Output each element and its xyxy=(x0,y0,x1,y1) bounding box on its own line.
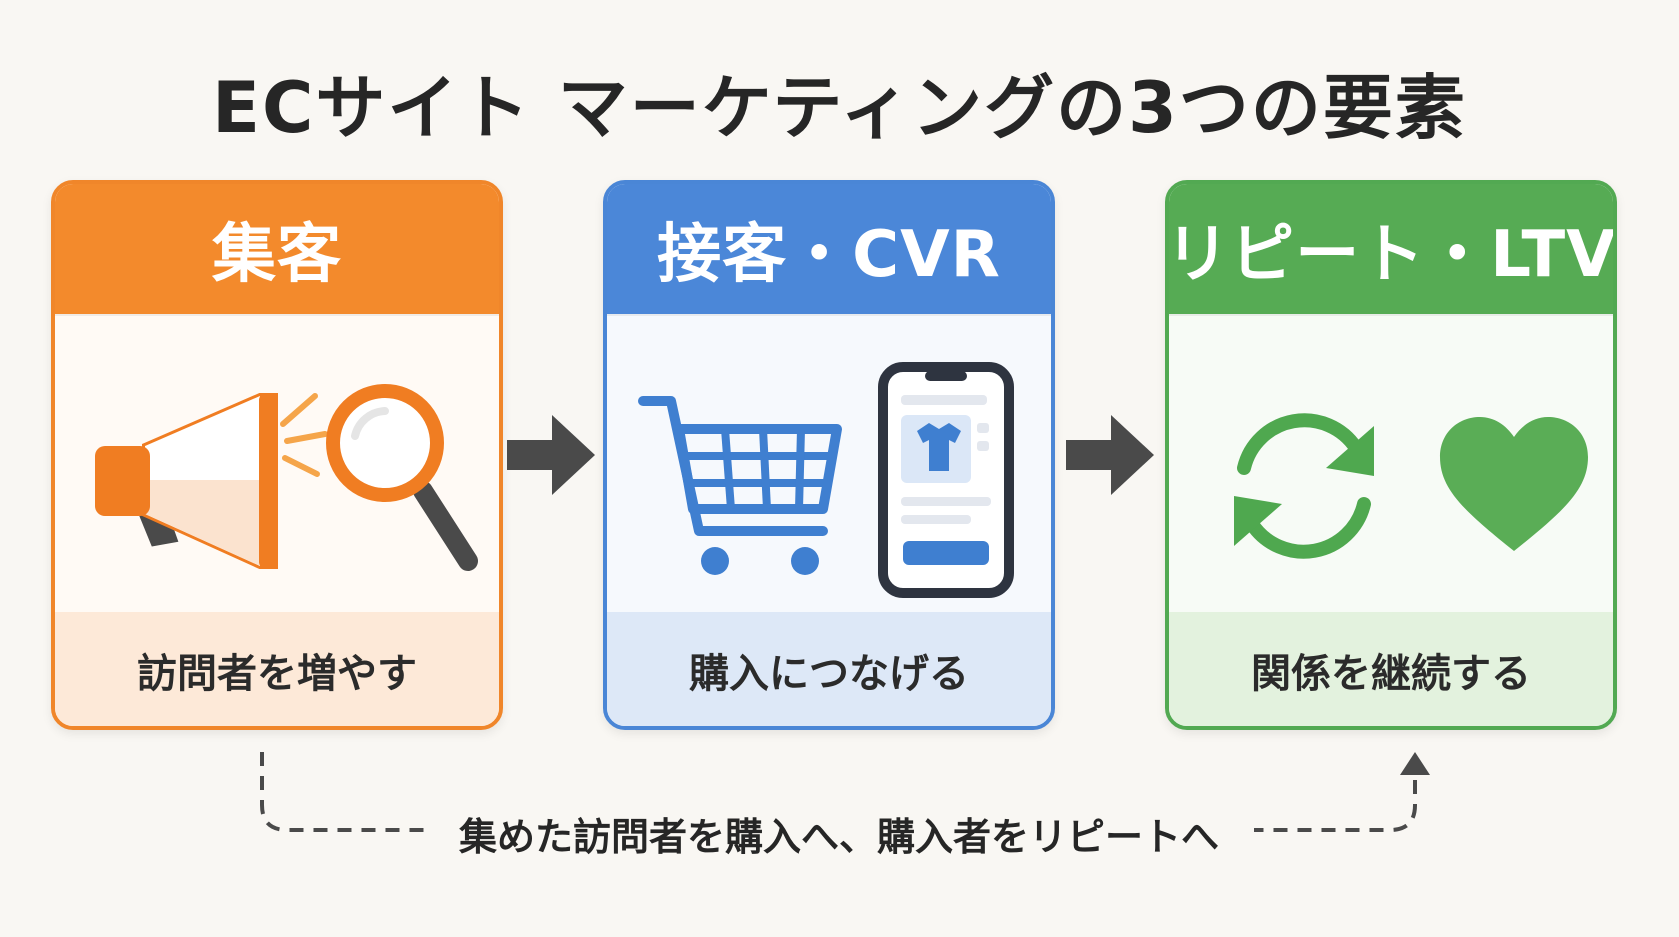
card-illustration xyxy=(607,314,1051,612)
heart-icon xyxy=(1440,417,1588,551)
card-footer: 関係を継続する xyxy=(1169,612,1613,726)
card-conversion: 接客・CVR 購入につなげる xyxy=(603,180,1055,730)
card-footer: 購入につなげる xyxy=(607,612,1051,726)
card-heading: リピート・LTV xyxy=(1169,184,1613,314)
smartphone-icon xyxy=(878,362,1014,598)
arrow-right-icon xyxy=(507,415,595,495)
sound-lines-icon xyxy=(280,393,328,477)
shopping-cart-icon xyxy=(638,396,842,575)
card-acquisition: 集客 訪問者を増やす xyxy=(51,180,503,730)
page-title: ECサイト マーケティングの3つの要素 xyxy=(212,67,1467,149)
card-heading: 集客 xyxy=(55,184,499,314)
card-illustration xyxy=(1169,314,1613,612)
flow-caption: 集めた訪問者を購入へ、購入者をリピートへ xyxy=(424,806,1254,861)
magnifier-icon xyxy=(326,384,478,571)
card-heading: 接客・CVR xyxy=(607,184,1051,314)
megaphone-icon xyxy=(95,393,278,569)
refresh-cycle-icon xyxy=(1234,413,1374,559)
card-retention: リピート・LTV 関係を継続する xyxy=(1165,180,1617,730)
card-illustration xyxy=(55,314,499,612)
arrow-up-icon xyxy=(1400,752,1430,775)
card-footer: 訪問者を増やす xyxy=(55,612,499,726)
arrow-right-icon xyxy=(1066,415,1154,495)
